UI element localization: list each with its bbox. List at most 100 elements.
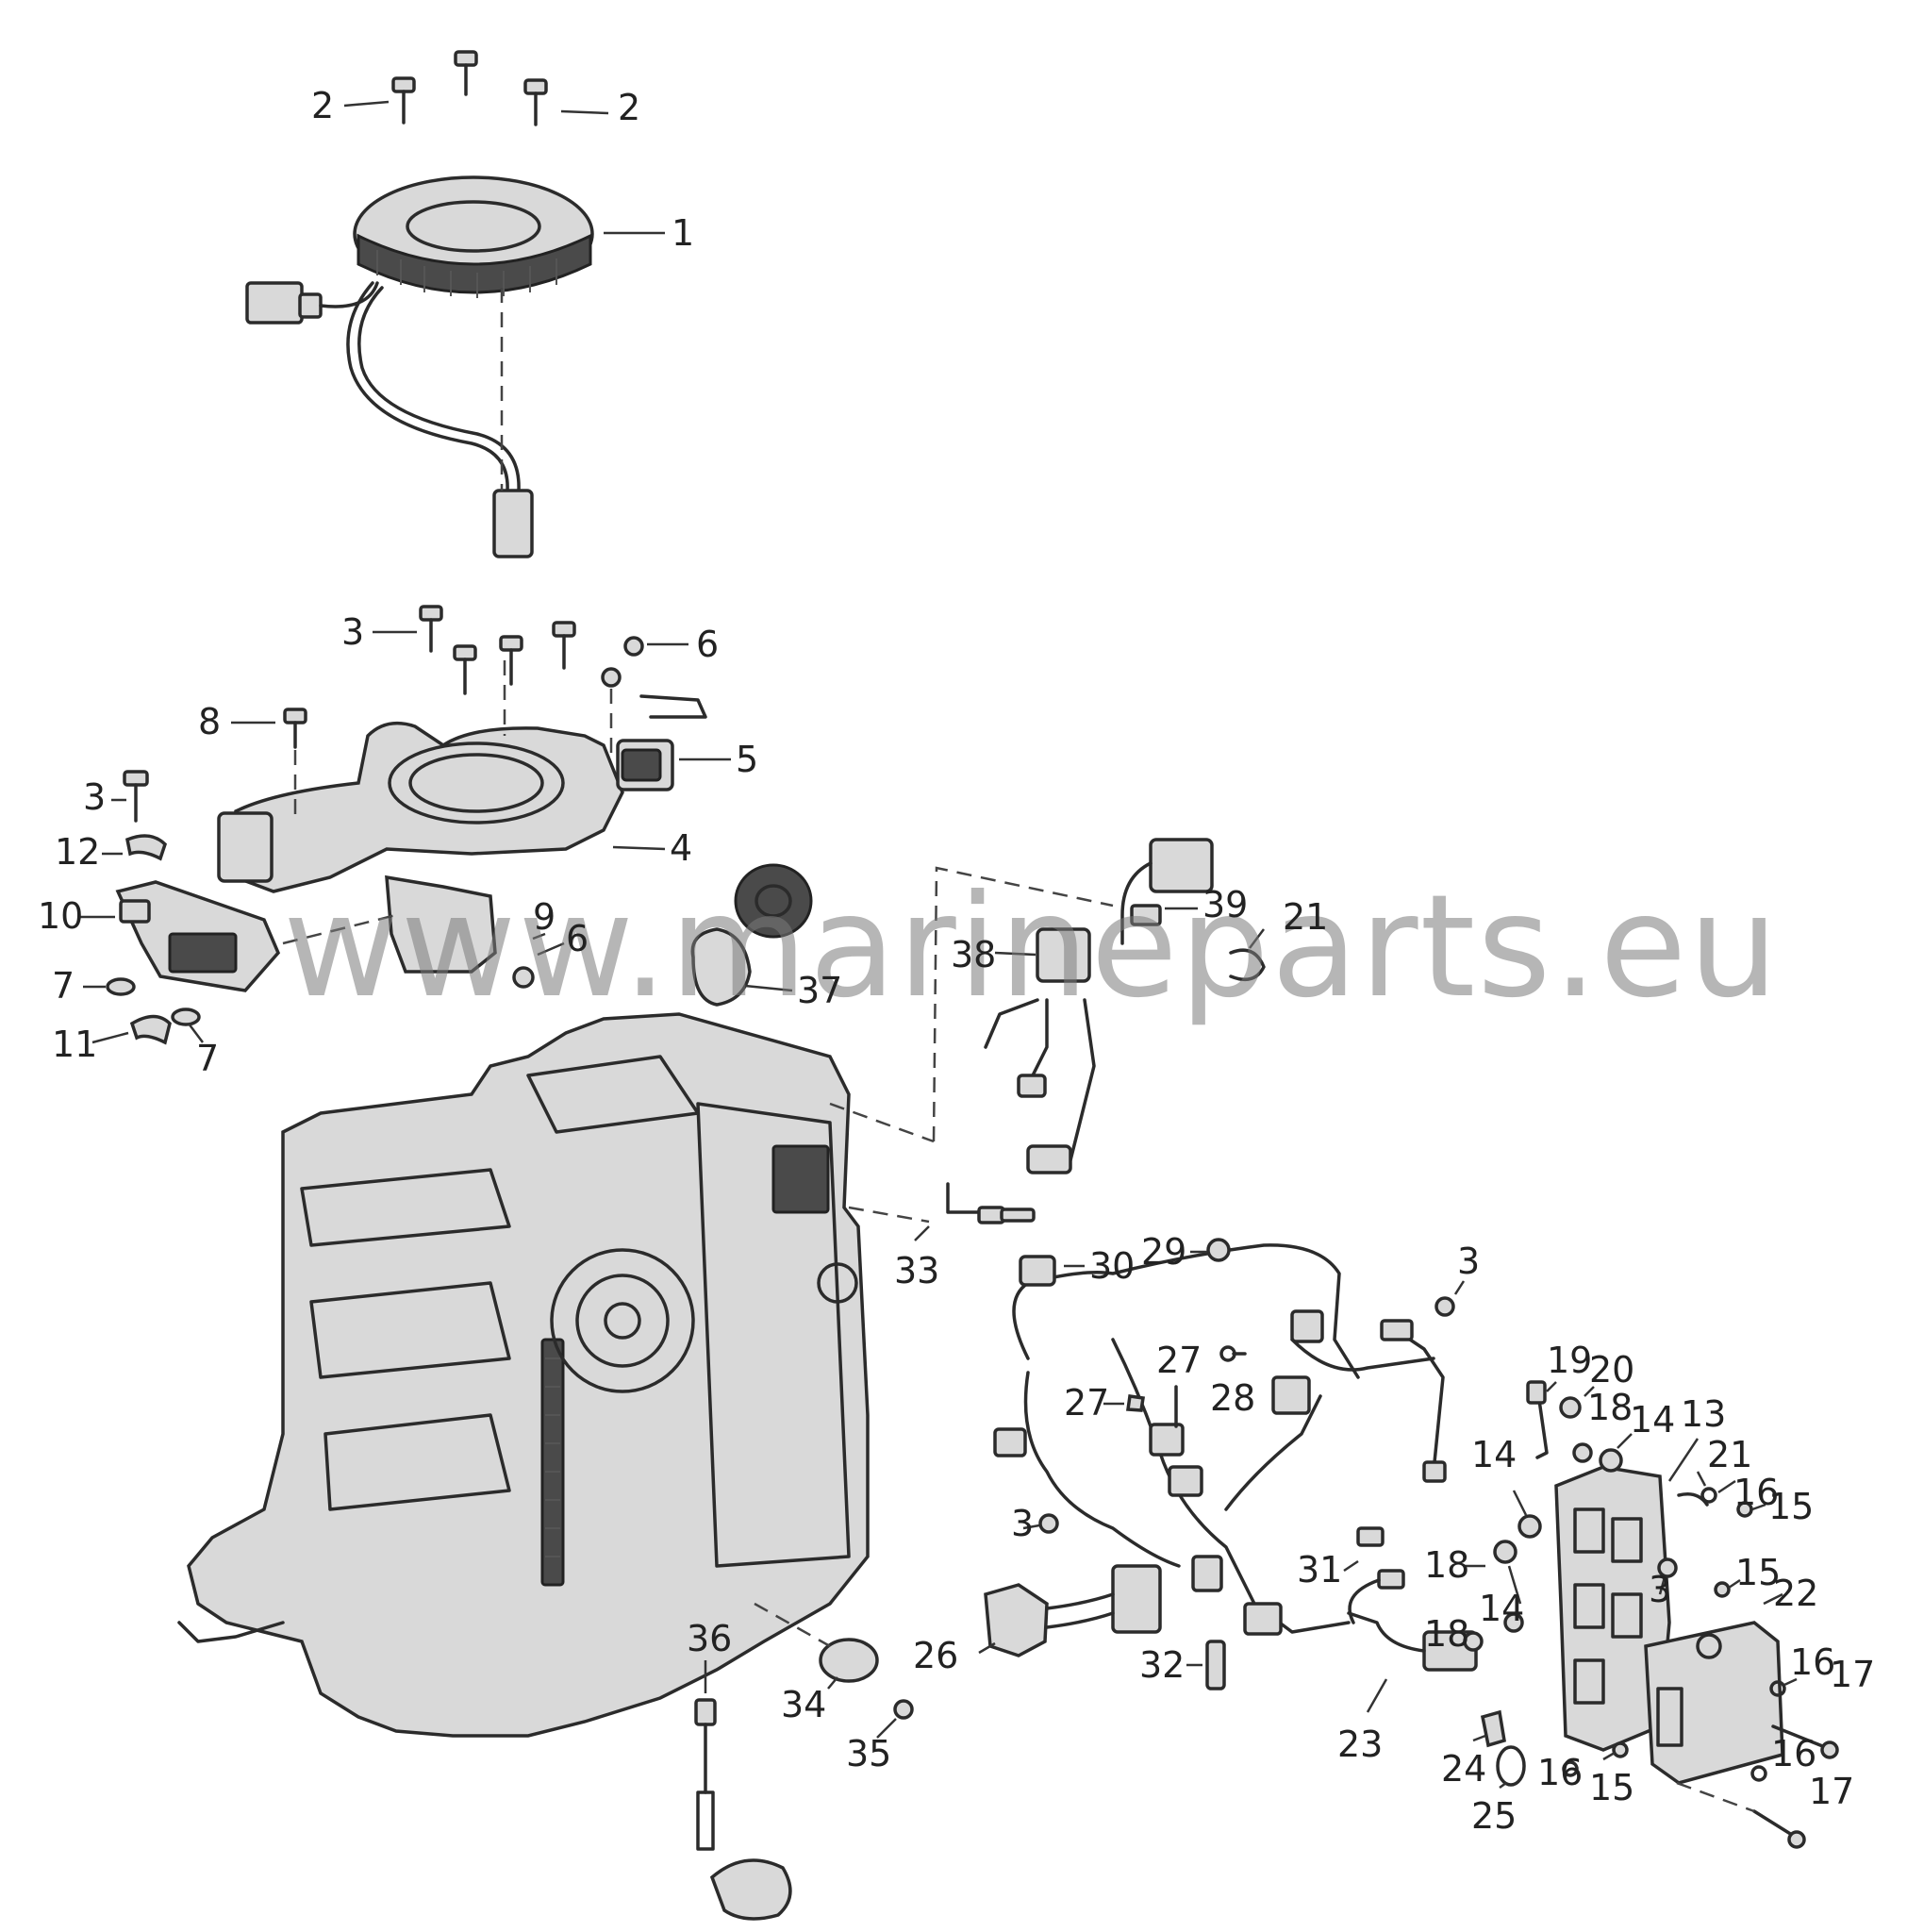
bolt-17-b[interactable] [1752, 1809, 1806, 1849]
callout-18-low: 18 [1424, 1613, 1469, 1655]
stator-mounting-plate[interactable] [217, 721, 624, 893]
sensor-lead-right[interactable] [1380, 1319, 1447, 1483]
washer-16-c[interactable] [1769, 1680, 1786, 1697]
callout-20: 20 [1589, 1349, 1634, 1391]
trigger-assembly-37[interactable] [690, 863, 813, 1007]
sensor-33[interactable] [946, 1182, 1036, 1224]
callout-26: 26 [913, 1635, 958, 1676]
sensor-31-top[interactable] [1356, 1526, 1385, 1547]
callout-3-bracket: 3 [1649, 1569, 1671, 1610]
clamp-11[interactable] [129, 1014, 172, 1045]
washer-15-c[interactable] [1612, 1741, 1629, 1758]
connector-30[interactable] [1019, 1255, 1056, 1287]
bracket-19[interactable] [1526, 1380, 1549, 1459]
nut-top-right[interactable] [623, 636, 644, 657]
bolt-3-harness[interactable] [1434, 1296, 1455, 1317]
callout-3-harness: 3 [1457, 1241, 1480, 1282]
callout-17-top: 17 [1830, 1654, 1875, 1695]
washer-16-a[interactable] [1700, 1487, 1717, 1504]
callout-24: 24 [1441, 1748, 1486, 1790]
bolt-8[interactable] [283, 708, 307, 749]
callout-30: 30 [1089, 1245, 1135, 1287]
screw-7-right[interactable] [171, 1008, 201, 1026]
callout-23: 23 [1337, 1724, 1383, 1765]
ignition-module-9[interactable] [385, 874, 497, 974]
callout-36: 36 [687, 1618, 732, 1659]
bolt-top-left[interactable] [391, 76, 416, 125]
callout-37: 37 [797, 970, 842, 1011]
callout-2-right: 2 [618, 87, 640, 128]
callout-27-top: 27 [1156, 1340, 1202, 1381]
callout-9: 9 [533, 896, 556, 938]
stator-coil[interactable] [353, 175, 594, 298]
nut-5-area[interactable] [601, 667, 622, 688]
fuse-32[interactable] [1205, 1640, 1226, 1690]
bolt-mid-1[interactable] [419, 605, 443, 653]
main-wiring-harness[interactable] [993, 1243, 1435, 1636]
bolt-17-a[interactable] [1771, 1724, 1839, 1759]
starter-relay-26[interactable] [984, 1583, 1115, 1657]
bolt-top-center[interactable] [454, 50, 478, 96]
callout-12: 12 [55, 831, 100, 873]
nut-18-a[interactable] [1503, 1612, 1524, 1633]
callout-21-bracket: 21 [1707, 1434, 1752, 1475]
callout-35: 35 [846, 1733, 891, 1774]
grommet-20[interactable] [1559, 1396, 1582, 1419]
callout-11: 11 [52, 1024, 97, 1065]
callout-38: 38 [951, 934, 996, 975]
clip-12[interactable] [124, 834, 168, 861]
callout-6-lower: 6 [566, 918, 589, 959]
sensor-36[interactable] [694, 1698, 792, 1921]
callout-19: 19 [1547, 1340, 1592, 1381]
callout-16-right: 16 [1790, 1641, 1835, 1683]
grommet-29[interactable] [1206, 1238, 1231, 1262]
callout-7-left: 7 [52, 965, 75, 1007]
relay-module[interactable] [616, 694, 707, 791]
clip-21-top[interactable] [1229, 948, 1266, 982]
callout-3-mid: 3 [341, 611, 364, 653]
thermostat-34[interactable] [819, 1638, 879, 1683]
bolt-mid-2[interactable] [453, 644, 477, 695]
nut-18-b[interactable] [1572, 1442, 1593, 1463]
bolt-left-3[interactable] [123, 770, 149, 823]
callout-15-mid: 15 [1735, 1552, 1781, 1593]
pin-28[interactable] [1219, 1345, 1247, 1362]
washer-16-d[interactable] [1750, 1765, 1767, 1782]
washer-16-b[interactable] [1562, 1760, 1579, 1777]
nut-18-c[interactable] [1463, 1631, 1484, 1652]
grommet-27a[interactable] [1126, 1394, 1145, 1412]
bolt-top-right[interactable] [523, 78, 548, 126]
bolt-3-bracket[interactable] [1657, 1557, 1678, 1578]
cover-bracket-10[interactable] [115, 880, 281, 992]
grommet-25[interactable] [1496, 1745, 1526, 1787]
nut-6-lower[interactable] [512, 966, 535, 989]
screw-7-left[interactable] [106, 977, 136, 996]
callout-16-low: 16 [1537, 1752, 1583, 1793]
nut-35[interactable] [893, 1699, 914, 1720]
callout-39: 39 [1202, 884, 1248, 925]
nut-14-a[interactable] [1517, 1514, 1542, 1539]
stator-cable[interactable] [245, 281, 534, 558]
callout-34: 34 [781, 1684, 826, 1725]
callout-5: 5 [736, 739, 758, 780]
callout-14-mid: 14 [1479, 1588, 1524, 1629]
callout-3-lower: 3 [1011, 1503, 1034, 1544]
callout-17-bottom: 17 [1809, 1771, 1854, 1812]
bolt-mid-4[interactable] [552, 621, 576, 670]
clip-21-bracket[interactable] [1677, 1492, 1709, 1507]
sensor-31-bottom[interactable] [1348, 1569, 1405, 1624]
ecu-22[interactable] [1644, 1621, 1784, 1785]
callout-27-left: 27 [1064, 1382, 1109, 1424]
nut-14-c[interactable] [1599, 1448, 1623, 1473]
callout-16-bottom: 16 [1771, 1733, 1816, 1774]
engine-block[interactable] [177, 1012, 870, 1738]
bolt-mid-3[interactable] [499, 635, 523, 686]
harness-38-39[interactable] [984, 838, 1214, 1174]
washer-15-b[interactable] [1714, 1581, 1731, 1598]
nut-14-b[interactable] [1493, 1540, 1517, 1564]
washer-15-a[interactable] [1736, 1501, 1753, 1518]
clip-24[interactable] [1480, 1709, 1506, 1748]
bolt-3-lower[interactable] [1038, 1513, 1059, 1534]
callout-8: 8 [198, 701, 221, 742]
callout-22: 22 [1773, 1573, 1818, 1614]
